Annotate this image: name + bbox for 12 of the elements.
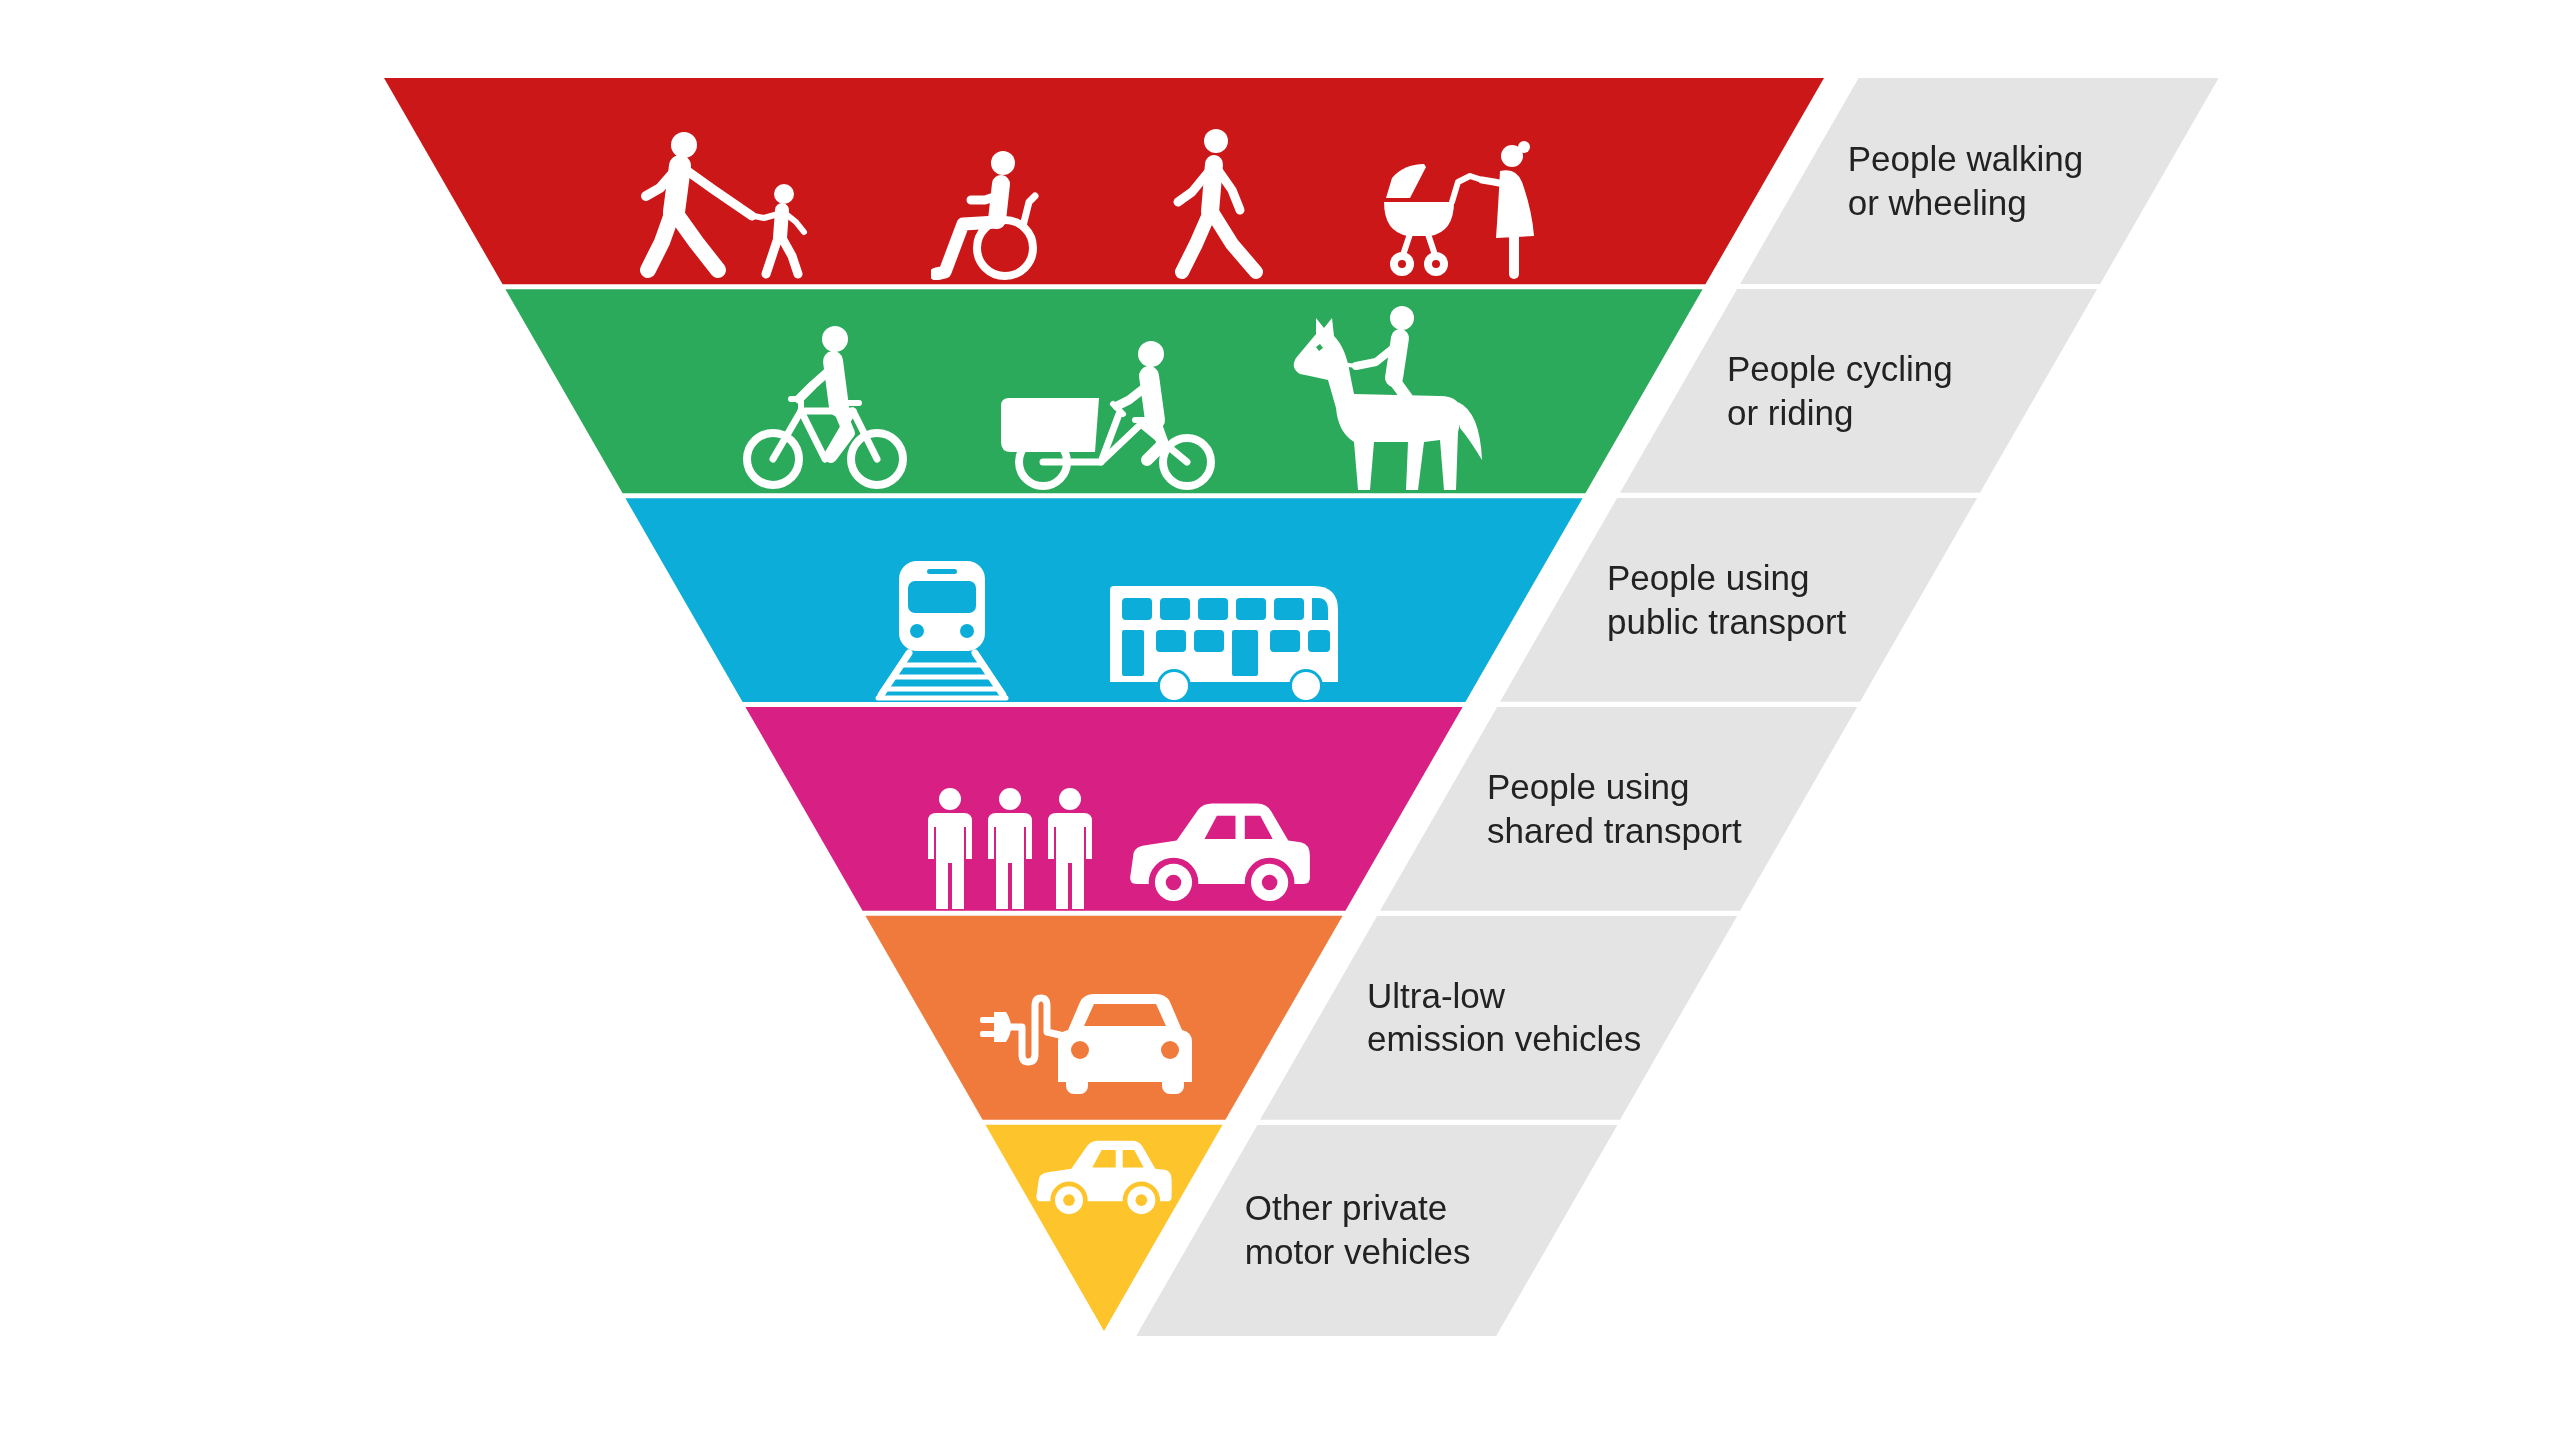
label-panel (1260, 915, 1738, 1120)
transport-mode-label: People using public transport (1607, 557, 1848, 644)
transport-mode-label: People cycling or riding (1727, 348, 1954, 435)
label-panel (1380, 707, 1858, 911)
label-panel (1500, 498, 1978, 702)
transport-mode-label: Other private motor vehicles (1244, 1187, 1472, 1274)
transport-mode-label: People walking or wheeling (1847, 138, 2085, 225)
transport-mode-label: Ultra-low emission vehicles (1367, 974, 1643, 1061)
label-panel (1136, 1124, 1618, 1336)
label-panel (1740, 78, 2219, 285)
transport-mode-label: People using shared transport (1487, 766, 1743, 852)
label-panel (1620, 289, 2098, 494)
